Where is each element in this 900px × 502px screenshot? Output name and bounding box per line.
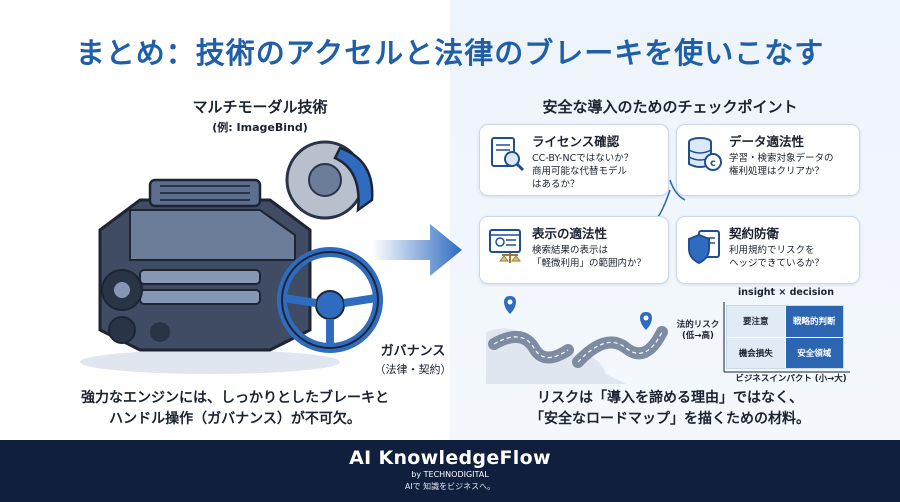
matrix-cell-opportunity-loss: 機会損失 (727, 337, 785, 368)
matrix-cell-strategic: 戦略的判断 (785, 306, 843, 337)
page-title: まとめ：技術のアクセルと法律のブレーキを使いこなす (75, 36, 825, 70)
left-caption-line-1: 強力なエンジンには、しっかりとしたブレーキと (81, 390, 389, 406)
svg-text:c: c (710, 158, 716, 169)
matrix-cell-caution: 要注意 (727, 306, 785, 337)
right-caption-line-2: 「安全なロードマップ」を描くための材料。 (530, 411, 810, 427)
card-desc-data: 学習・検索対象データの 権利処理はクリアか？ (729, 153, 834, 177)
browser-scale-icon (489, 229, 522, 263)
card-title-contract: 契約防衛 (729, 226, 780, 241)
shield-document-icon (688, 230, 720, 265)
checkpoint-card-contract: 契約防衛 利用規約でリスクを ヘッジできているか？ (676, 216, 860, 284)
steering-wheel-icon (277, 247, 383, 353)
footer: AI KnowledgeFlow by TECHNODIGITAL AIで 知識… (0, 440, 900, 502)
checkpoint-card-display: 表示の適法性 検索結果の表示は 「軽微利用」の範囲内か？ (479, 216, 669, 284)
right-heading: 安全な導入のためのチェックポイント (542, 98, 798, 116)
card-desc-display: 検索結果の表示は 「軽微利用」の範囲内か？ (532, 245, 647, 269)
card-title-license: ライセンス確認 (532, 134, 620, 149)
card-title-data: データ適法性 (729, 134, 805, 149)
checkpoint-card-license: ライセンス確認 CC-BY-NCではないか？ 商用可能な代替モデル はあるか？ (479, 124, 669, 196)
right-arrow-icon (372, 224, 462, 276)
location-pin-icon (504, 296, 516, 314)
matrix-title: insight × decision (738, 287, 834, 298)
matrix-y-label: 法的リスク (低→高) (676, 320, 720, 341)
left-heading: マルチモーダル技術 (192, 98, 328, 116)
governance-label-block: ガバナンス （法律・契約） (368, 340, 458, 377)
roadmap-roads-illustration (486, 296, 668, 384)
right-caption: リスクは「導入を諦める理由」ではなく、 「安全なロードマップ」を描くための材料。 (480, 388, 860, 430)
database-copyright-icon: c (688, 137, 722, 171)
governance-label: ガバナンス (380, 344, 446, 359)
engine-icon (98, 178, 312, 352)
left-subheading: (例: ImageBind) (212, 121, 308, 134)
left-caption: 強力なエンジンには、しっかりとしたブレーキと ハンドル操作（ガバナンス）が不可欠… (70, 388, 400, 430)
location-pin-icon (640, 312, 652, 330)
footer-brand: AI KnowledgeFlow (349, 447, 551, 469)
footer-tagline: AIで 知識をビジネスへ。 (404, 482, 496, 491)
checkpoint-card-data: c データ適法性 学習・検索対象データの 権利処理はクリアか？ (676, 124, 860, 196)
card-desc-contract: 利用規約でリスクを ヘッジできているか？ (729, 245, 825, 269)
left-heading-block: マルチモーダル技術 (例: ImageBind) (150, 96, 370, 135)
brake-disc-icon (285, 140, 374, 220)
document-search-icon (491, 137, 525, 172)
matrix-x-label: ビジネスインパクト (小→大) (735, 374, 847, 384)
matrix-cell-safe-zone: 安全領域 (785, 337, 843, 368)
risk-impact-matrix: 要注意 戦略的判断 機会損失 安全領域 (726, 305, 844, 369)
right-caption-line-1: リスクは「導入を諦める理由」ではなく、 (537, 390, 803, 406)
engine-brake-steering-illustration (80, 140, 383, 374)
matrix-axes (723, 302, 850, 373)
left-caption-line-2: ハンドル操作（ガバナンス）が不可欠。 (109, 411, 361, 427)
card-title-display: 表示の適法性 (532, 226, 608, 241)
footer-byline: by TECHNODIGITAL (411, 470, 489, 479)
card-desc-license: CC-BY-NCではないか？ 商用可能な代替モデル はあるか？ (532, 153, 634, 190)
governance-sublabel: （法律・契約） (374, 363, 452, 376)
